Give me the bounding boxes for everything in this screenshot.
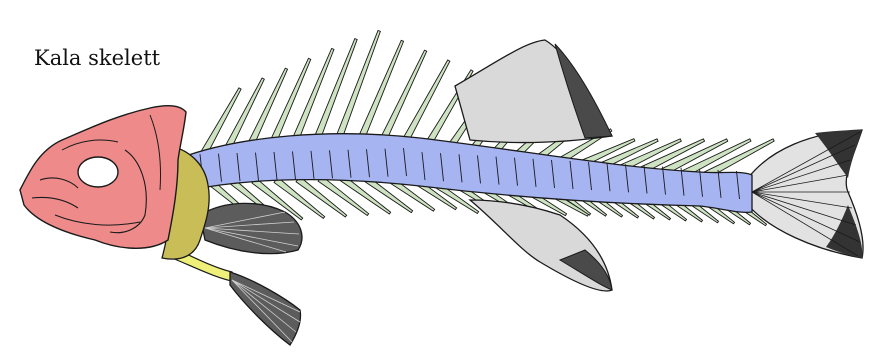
tail-fin (748, 130, 863, 258)
pectoral-fin (200, 203, 302, 253)
skull (20, 106, 186, 249)
eye-socket (78, 157, 118, 187)
pelvic-fin (230, 272, 301, 345)
dorsal-fin (455, 40, 612, 143)
